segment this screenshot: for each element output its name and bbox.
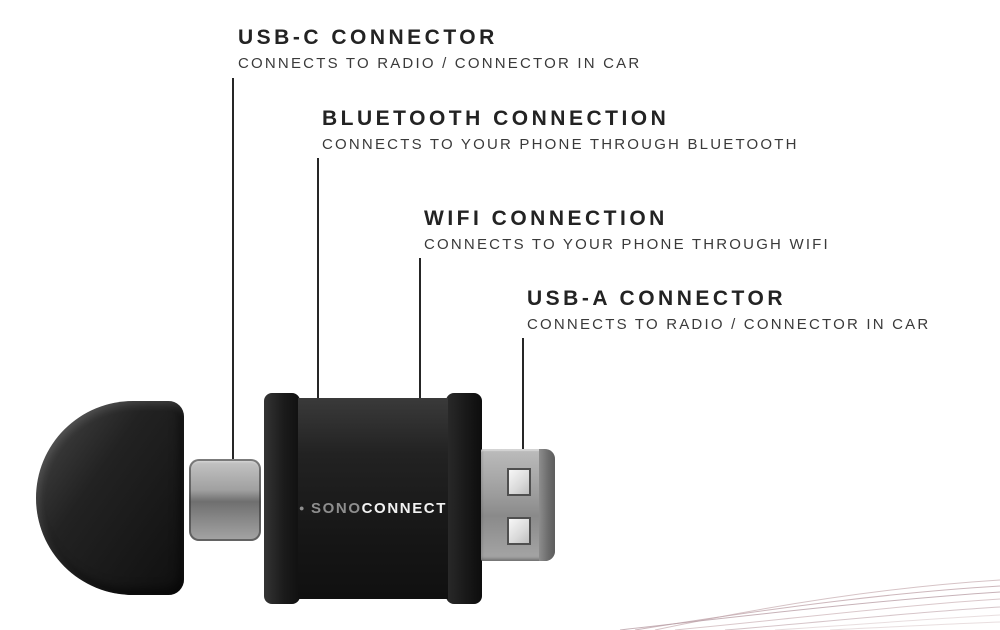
decorative-swirl-lines bbox=[619, 579, 1000, 630]
callout-wifi-title: WIFI CONNECTION bbox=[424, 207, 668, 230]
leader-line-usb-c bbox=[232, 78, 234, 459]
usb-a-contact-window bbox=[507, 517, 531, 545]
device-body-right-ridge bbox=[446, 393, 482, 604]
callout-usb-a: USB-A CONNECTOR CONNECTS TO RADIO / CONN… bbox=[527, 287, 930, 334]
callout-usb-a-title: USB-A CONNECTOR bbox=[527, 287, 787, 310]
device-body bbox=[298, 398, 448, 599]
callout-bluetooth-description: CONNECTS TO YOUR PHONE THROUGH BLUETOOTH bbox=[322, 136, 799, 153]
usb-c-plug bbox=[189, 459, 261, 541]
brand-text-primary: SONO bbox=[311, 500, 362, 517]
callout-bluetooth-title: BLUETOOTH CONNECTION bbox=[322, 107, 670, 130]
callout-wifi-description: CONNECTS TO YOUR PHONE THROUGH WIFI bbox=[424, 236, 830, 253]
callout-bluetooth: BLUETOOTH CONNECTION CONNECTS TO YOUR PH… bbox=[322, 107, 799, 154]
leader-line-wifi bbox=[419, 258, 421, 398]
leader-line-usb-a bbox=[522, 338, 524, 449]
callout-wifi: WIFI CONNECTION CONNECTS TO YOUR PHONE T… bbox=[424, 207, 830, 254]
callout-usb-c-title: USB-C CONNECTOR bbox=[238, 26, 498, 49]
brand-text-secondary: CONNECT bbox=[361, 500, 447, 517]
device-cap bbox=[36, 401, 184, 595]
callout-usb-a-description: CONNECTS TO RADIO / CONNECTOR IN CAR bbox=[527, 316, 931, 333]
leader-line-bluetooth bbox=[317, 158, 319, 398]
usb-a-contact-window bbox=[507, 468, 531, 496]
usb-a-end-cap bbox=[539, 449, 555, 561]
callout-usb-c-description: CONNECTS TO RADIO / CONNECTOR IN CAR bbox=[238, 55, 642, 72]
brand-dot-icon: ● bbox=[299, 503, 307, 513]
usb-a-plug bbox=[481, 449, 555, 561]
device-body-left-ridge bbox=[264, 393, 300, 604]
brand-label: ● SONOCONNECT bbox=[286, 500, 460, 517]
callout-usb-c: USB-C CONNECTOR CONNECTS TO RADIO / CONN… bbox=[238, 26, 641, 73]
